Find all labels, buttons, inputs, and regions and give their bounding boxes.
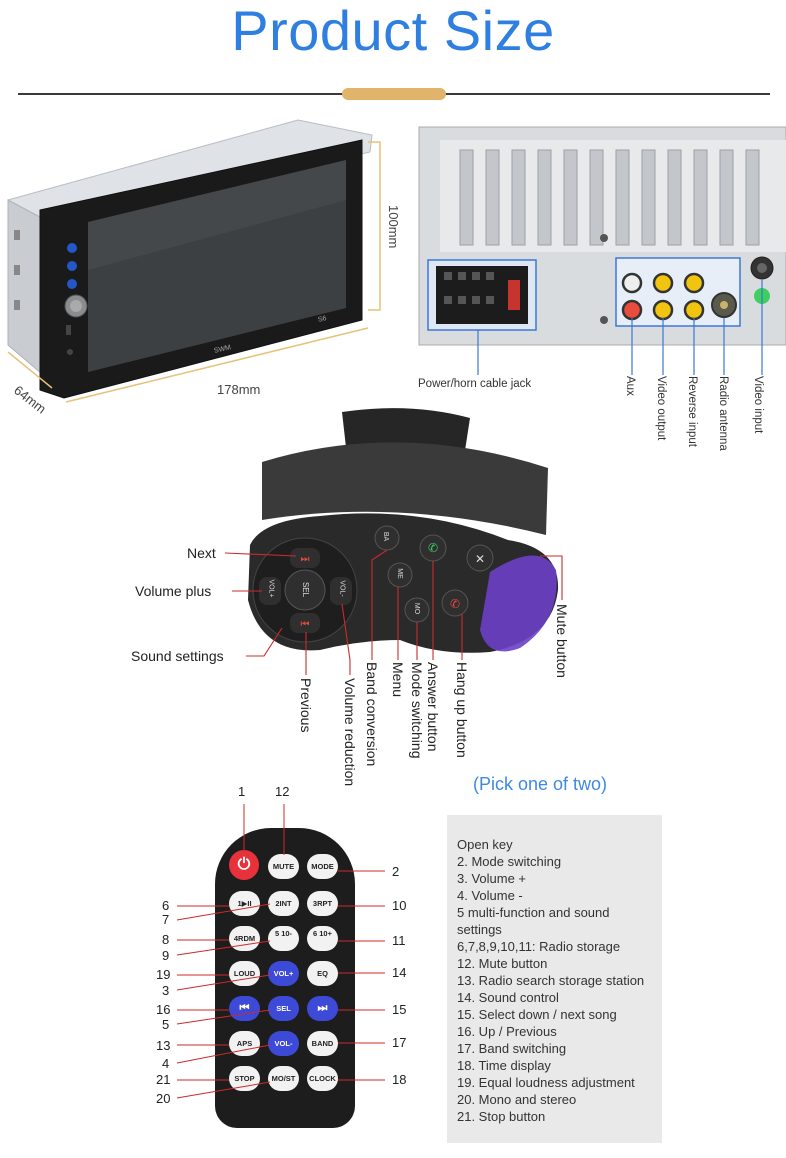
volume-plus-label: Volume plus xyxy=(135,583,212,599)
pick-one-note: (Pick one of two) xyxy=(473,774,608,794)
remote-num-21: 21 xyxy=(156,1072,171,1087)
mute-button-label: Mute button xyxy=(554,604,570,678)
remote-control: ⏻ MUTE MODE 1▶II 2INT 3RPT 4RDM 5 10- 6 … xyxy=(215,828,355,1128)
remote-num-8: 8 xyxy=(162,932,170,947)
legend-line: 18. Time display xyxy=(457,1058,551,1073)
remote-num-19: 19 xyxy=(156,967,171,982)
radio-antenna-label: Radio antenna xyxy=(717,376,729,451)
legend-line: 12. Mute button xyxy=(457,956,548,971)
answer-button-label: Answer button xyxy=(425,662,441,752)
head-unit-front-image xyxy=(7,119,381,403)
menu-label: Menu xyxy=(390,662,406,698)
remote-num-16: 16 xyxy=(156,1002,171,1017)
clock-button[interactable]: CLOCK xyxy=(307,1066,338,1091)
remote-num-20: 20 xyxy=(156,1091,171,1106)
mute-button[interactable]: MUTE xyxy=(268,854,299,879)
preset-5-button[interactable]: 5 10- xyxy=(268,926,299,951)
legend-line: Open key xyxy=(457,837,513,852)
legend-line: 14. Sound control xyxy=(457,990,559,1005)
hang-up-button-label: Hang up button xyxy=(454,662,470,758)
mode-button[interactable]: MODE xyxy=(307,854,338,879)
legend-line: 17. Band switching xyxy=(457,1041,567,1056)
next-label: Next xyxy=(187,545,216,561)
volume-reduction-label: Volume reduction xyxy=(342,678,358,787)
aux-label: Aux xyxy=(624,376,636,396)
preset-6-button[interactable]: 6 10+ xyxy=(307,926,338,951)
legend-line: 4. Volume - xyxy=(457,888,523,903)
legend-line: 5 multi-function and sound xyxy=(457,905,610,920)
remote-num-5: 5 xyxy=(162,1017,170,1032)
legend-line: 6,7,8,9,10,11: Radio storage xyxy=(457,939,621,954)
sound-settings-label: Sound settings xyxy=(131,648,224,664)
mono-stereo-button[interactable]: MO/ST xyxy=(268,1066,299,1091)
svg-text:✕: ✕ xyxy=(475,552,485,566)
remote-num-9: 9 xyxy=(162,948,170,963)
remote-num-18: 18 xyxy=(392,1072,407,1087)
band-conversion-label: Band conversion xyxy=(364,662,380,767)
legend-line: 21. Stop button xyxy=(457,1109,546,1124)
remote-num-17: 17 xyxy=(392,1035,407,1050)
legend-line: 20. Mono and stereo xyxy=(457,1092,577,1107)
remote-num-4: 4 xyxy=(162,1056,170,1071)
remote-num-7: 7 xyxy=(162,912,170,927)
page-title: Product Size xyxy=(231,0,555,62)
play-pause-button[interactable]: 1▶II xyxy=(229,891,260,916)
width-dimension: 178mm xyxy=(217,382,261,397)
remote-num-6: 6 xyxy=(162,898,170,913)
remote-num-10: 10 xyxy=(392,898,407,913)
legend-line: 3. Volume + xyxy=(457,871,527,886)
svg-text:✆: ✆ xyxy=(450,597,460,611)
remote-num-2: 2 xyxy=(392,864,400,879)
video-input-label: Video input xyxy=(752,376,764,434)
power-cable-jack-label: Power/horn cable jack xyxy=(418,378,532,390)
mode-switching-label: Mode switching xyxy=(409,662,425,759)
svg-text:✆: ✆ xyxy=(428,541,438,555)
band-button[interactable]: BAND xyxy=(307,1031,338,1056)
remote-num-1: 1 xyxy=(238,784,246,799)
eq-button[interactable]: EQ xyxy=(307,961,338,986)
sel-button[interactable]: SEL xyxy=(268,996,299,1021)
rpt-button[interactable]: 3RPT xyxy=(307,891,338,916)
power-button[interactable]: ⏻ xyxy=(229,850,259,880)
int-button[interactable]: 2INT xyxy=(268,891,299,916)
video-output-label: Video output xyxy=(655,376,667,441)
volume-up-button[interactable]: VOL+ xyxy=(268,961,299,986)
remote-num-13: 13 xyxy=(156,1038,171,1053)
reverse-input-label: Reverse input xyxy=(686,376,698,447)
head-unit-back-image xyxy=(418,126,786,375)
remote-legend: Open key 2. Mode switching 3. Volume + 4… xyxy=(447,815,662,1143)
next-button[interactable]: ⏭ xyxy=(307,996,338,1021)
remote-num-14: 14 xyxy=(392,965,407,980)
previous-label: Previous xyxy=(298,678,314,733)
previous-button[interactable]: ⏮ xyxy=(229,996,260,1021)
divider-accent xyxy=(342,88,446,100)
remote-num-15: 15 xyxy=(392,1002,407,1017)
remote-num-11: 11 xyxy=(392,933,406,948)
loud-button[interactable]: LOUD xyxy=(229,961,260,986)
legend-line: 16. Up / Previous xyxy=(457,1024,557,1039)
height-dimension: 100mm xyxy=(386,205,401,249)
legend-line: 2. Mode switching xyxy=(457,854,562,869)
svg-text:⏭: ⏭ xyxy=(301,554,310,565)
remote-num-3: 3 xyxy=(162,983,170,998)
remote-num-12: 12 xyxy=(275,784,290,799)
legend-line: 15. Select down / next song xyxy=(457,1007,617,1022)
legend-line: 13. Radio search storage station xyxy=(457,973,645,988)
svg-text:⏮: ⏮ xyxy=(301,619,310,630)
legend-line: 19. Equal loudness adjustment xyxy=(457,1075,635,1090)
volume-down-button[interactable]: VOL- xyxy=(268,1031,299,1056)
steering-control-image: ✆ ✆ ✕ ⏭ ⏮ xyxy=(224,408,563,675)
legend-line: settings xyxy=(457,922,502,937)
